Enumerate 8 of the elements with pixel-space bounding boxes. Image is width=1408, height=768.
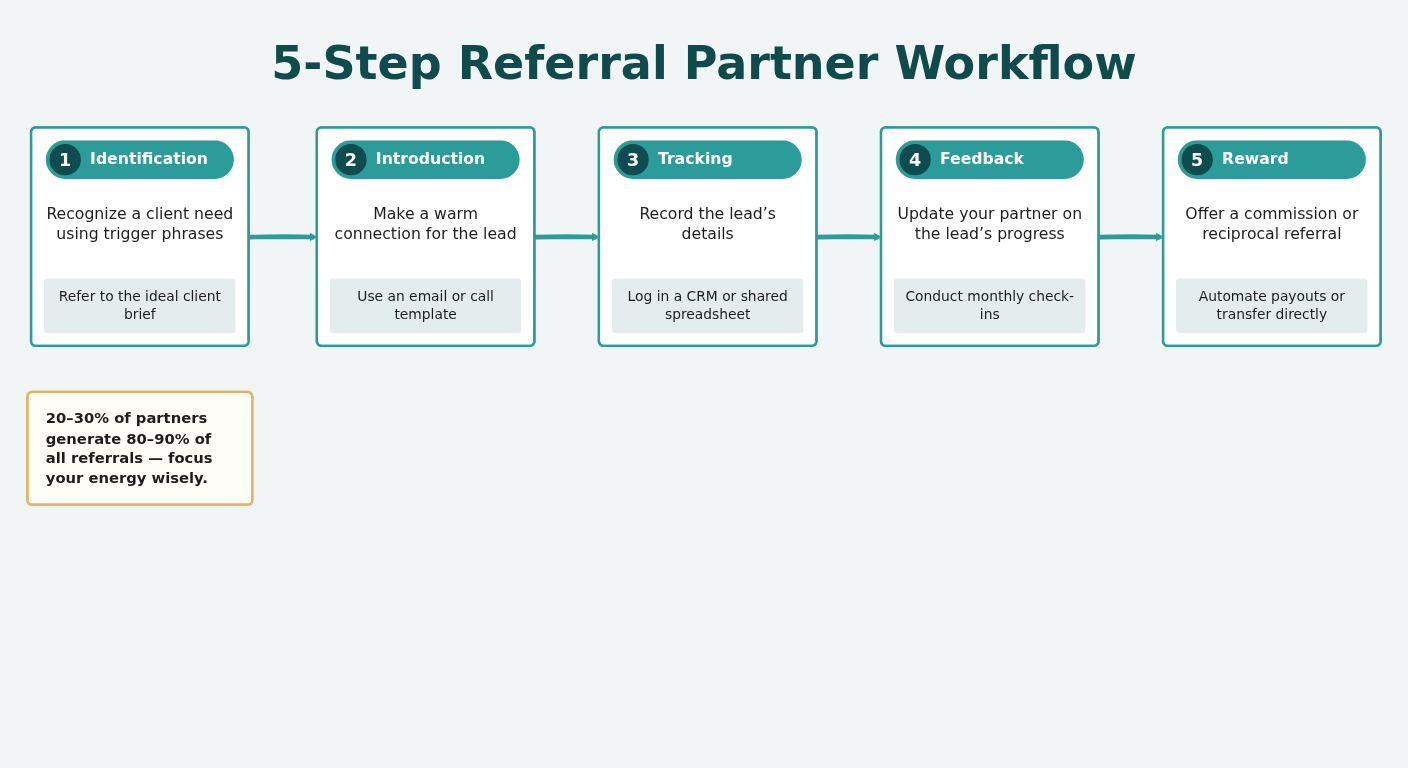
- title: 5-Step Referral Partner Workflow: [271, 36, 1137, 90]
- step-card: 3 Tracking Record the lead’s details Log in a CRM or shared spreadsheet: [597, 126, 818, 347]
- step-card: 4 Feedback Update your partner on the lead’s progress Conduct monthly check-ins: [879, 126, 1100, 347]
- arrow: [1098, 232, 1164, 241]
- step-card: 1 Identification Recognize a client need using trigger phrases Refer to the ideal client brief: [29, 126, 250, 347]
- tip-callout: 20–30% of partners generate 80–90% of all referrals — focus your energy wisely.: [26, 390, 254, 506]
- step-card: 5 Reward Offer a commission or reciprocal referral Automate payouts or transfer directly: [1161, 126, 1382, 347]
- step-card: 2 Introduction Make a warm connection for the lead Use an email or call template: [315, 126, 536, 347]
